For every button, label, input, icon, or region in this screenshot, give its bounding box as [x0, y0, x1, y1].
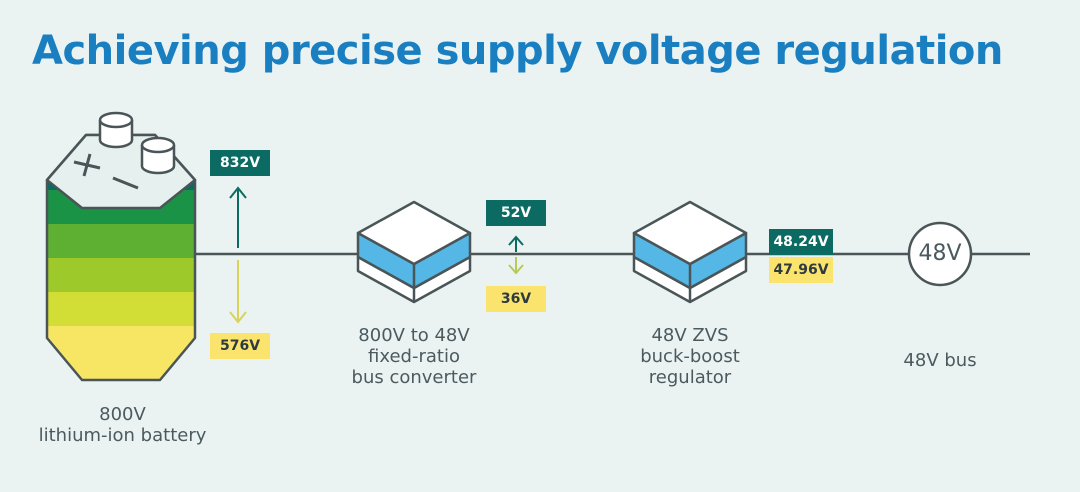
bus-converter-min-voltage: 36V [486, 286, 546, 312]
regulator-caption-line: 48V ZVS [651, 325, 729, 346]
bus-converter-max-voltage: 52V [486, 200, 546, 226]
battery-caption: 800V lithium-ion battery [30, 404, 215, 446]
bus-converter-caption-line: bus converter [351, 367, 477, 388]
battery-icon [45, 111, 197, 382]
bus-circle-label: 48V [918, 241, 962, 266]
bus-converter-caption: 800V to 48V fixed-ratio bus converter [334, 325, 494, 388]
bus-caption: 48V bus [903, 350, 977, 371]
battery-layer [47, 258, 195, 292]
battery-max-voltage: 832V [210, 150, 270, 176]
regulator-caption: 48V ZVS buck-boost regulator [610, 325, 770, 388]
bus-converter-caption-line: fixed-ratio [368, 346, 460, 367]
bus-converter-icon [356, 200, 472, 304]
battery-layer [47, 224, 195, 258]
battery-layer [47, 326, 195, 380]
battery-layer [47, 292, 195, 326]
regulator-caption-line: regulator [648, 367, 732, 388]
bus-circle-icon [907, 221, 973, 287]
battery-range-arrow [229, 186, 247, 324]
regulator-icon [632, 200, 748, 304]
bus-converter-caption-line: 800V to 48V [358, 325, 470, 346]
bus-converter-range-arrow [508, 235, 524, 275]
regulator-min-voltage: 47.96V [769, 257, 833, 283]
regulator-max-voltage: 48.24V [769, 229, 833, 255]
battery-caption-line: lithium-ion battery [38, 425, 207, 446]
regulator-caption-line: buck-boost [640, 346, 740, 367]
battery-caption-line: 800V [99, 404, 146, 425]
battery-min-voltage: 576V [210, 333, 270, 359]
page-title: Achieving precise supply voltage regulat… [32, 28, 1003, 74]
